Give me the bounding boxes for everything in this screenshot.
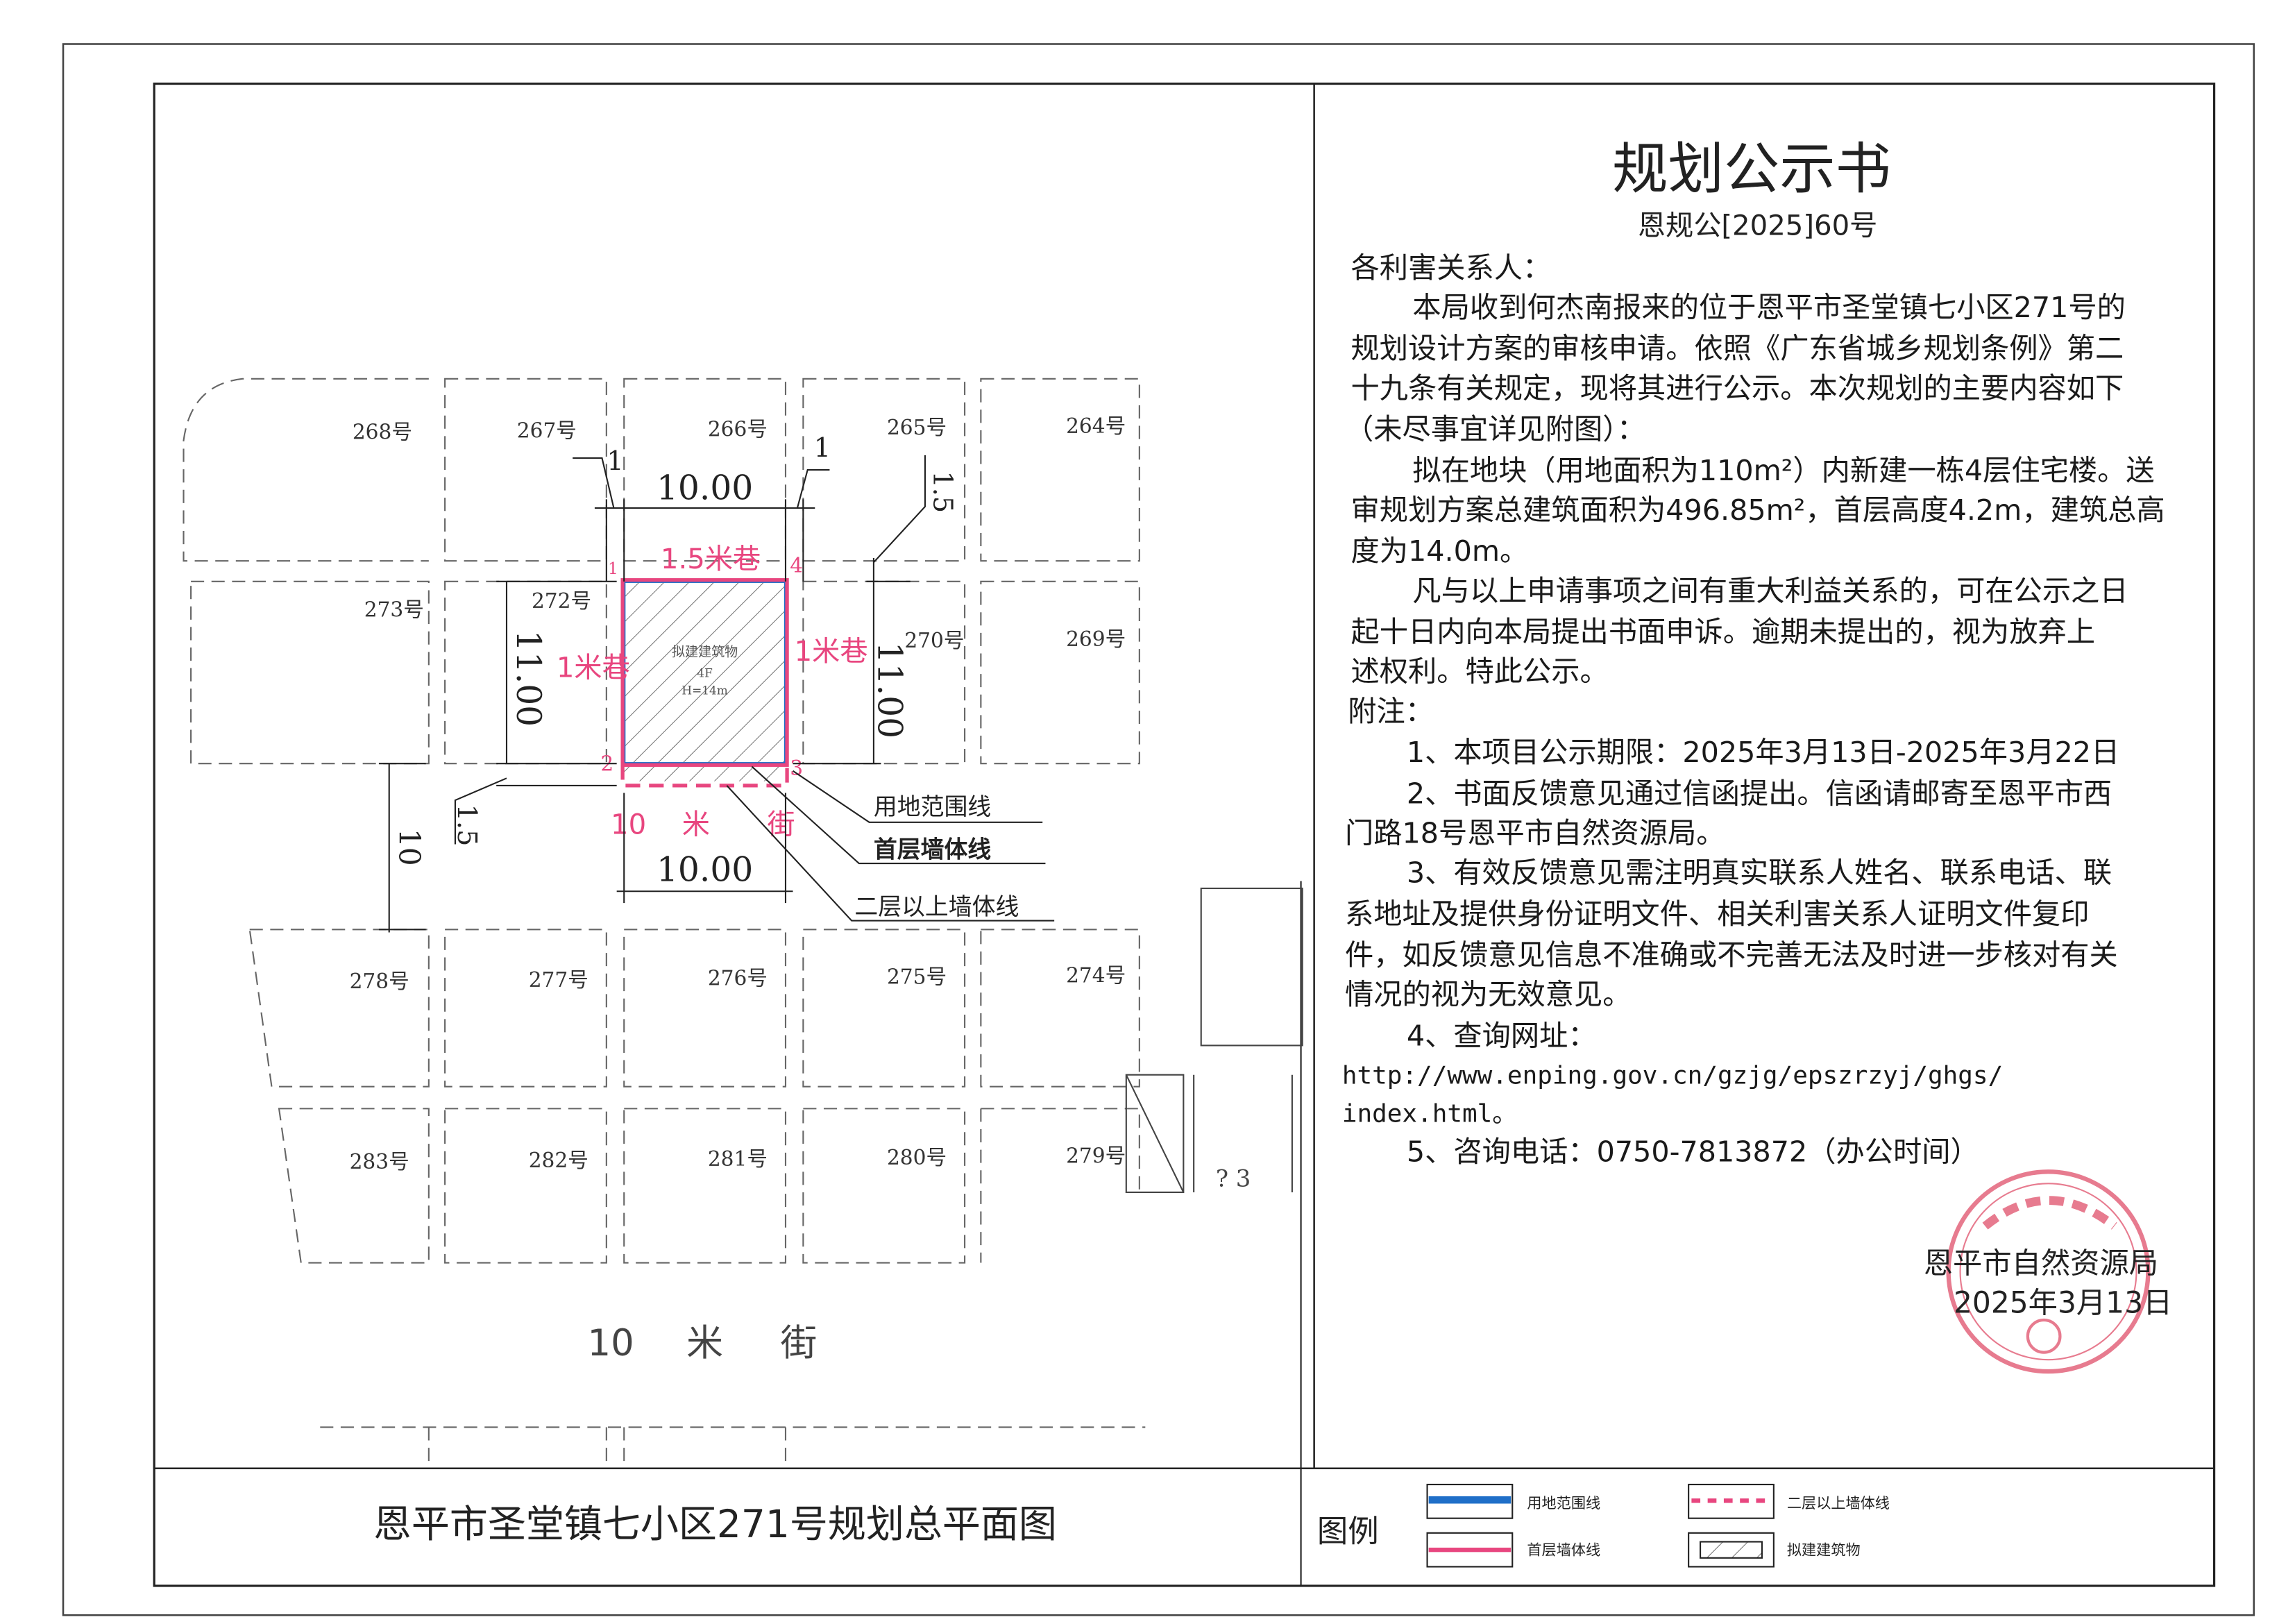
note-item: 情况的视为无效意见。 [1345, 978, 1631, 1011]
document-number: 恩规公[2025]60号 [1638, 210, 1878, 242]
official-seal [1946, 1169, 2151, 1374]
building-floors: 4F [697, 666, 713, 679]
note-item: 2、书面反馈意见通过信函提出。信函请邮寄至恩平市西 [1407, 777, 2112, 810]
query-url-cont[interactable]: index.html。 [1342, 1099, 1517, 1128]
lot-label: 270号 [904, 629, 964, 652]
lane-label-left: 1米巷 [557, 652, 630, 684]
legend-label: 二层以上墙体线 [1787, 1494, 1890, 1512]
salutation: 各利害关系人： [1351, 251, 1552, 285]
notice-panel: 规划公示书 恩规公[2025]60号 各利害关系人： 本局收到何杰南报来的位于恩… [1342, 136, 2172, 1374]
legend-title: 图例 [1317, 1514, 1379, 1550]
lot-label: 269号 [1066, 627, 1126, 651]
body-line: 起十日内向本局提出书面申诉。逾期未提出的，视为放弃上 [1351, 616, 2095, 649]
legend: 图例 用地范围线 首层墙体线 二层以上墙体线 拟建建筑物 [1317, 1483, 1890, 1568]
site-boundary-swatch [1428, 1496, 1511, 1504]
body-line: （未尽事宜详见附图）： [1345, 413, 1645, 446]
lot-label: 279号 [1066, 1144, 1126, 1168]
lot-label: 274号 [1066, 963, 1126, 987]
corner-label: 4 [790, 554, 803, 577]
site-plan: ? 3 268号 267号 266号 265号 264号 273号 272号 2… [183, 378, 1303, 1469]
lot-label: 266号 [708, 417, 768, 441]
lane-label-right: 1米巷 [795, 636, 868, 668]
lot-label: 273号 [364, 598, 424, 622]
first-floor-wall-swatch [1428, 1547, 1511, 1553]
proposed-building-swatch [1700, 1541, 1763, 1559]
dimension-setback-top: 1.5 [928, 471, 958, 513]
lot-label: 265号 [887, 416, 947, 439]
inner-frame [153, 83, 2216, 1587]
legend-label: 用地范围线 [1527, 1494, 1600, 1512]
note-item: 5、咨询电话：0750-7813872（办公时间） [1407, 1135, 1979, 1169]
lot-label: 276号 [708, 967, 768, 990]
street-label-bottom: 街 [781, 1322, 818, 1364]
note-item: 3、有效反馈意见需注明真实联系人姓名、联系电话、联 [1407, 856, 2112, 890]
lot-label: 277号 [529, 968, 588, 992]
body-line: 拟在地块（用地面积为110m²）内新建一栋4层住宅楼。送 [1412, 454, 2154, 487]
lane-label-top: 1.5米巷 [661, 543, 761, 575]
body-line: 审规划方案总建筑面积为496.85m²，首层高度4.2m，建筑总高 [1351, 493, 2165, 527]
issuer-signature: 恩平市自然资源局 [1924, 1246, 2158, 1280]
street-label-bottom: 10 [588, 1322, 634, 1364]
misc-label: ? 3 [1216, 1165, 1251, 1192]
legend-label: 首层墙体线 [1527, 1541, 1600, 1559]
outer-border [62, 43, 2255, 1616]
upper-floor-wall-line [620, 765, 789, 788]
corner-label: 3 [790, 756, 803, 780]
dimension-street: 10 [393, 829, 427, 866]
lot-label: 275号 [887, 965, 947, 989]
dimension-gap-right: 1 [814, 432, 831, 463]
query-url[interactable]: http://www.enping.gov.cn/gzjg/epszrzyj/g… [1342, 1061, 2003, 1090]
lot-label: 272号 [532, 589, 591, 613]
note-item: 系地址及提供身份证明文件、相关利害关系人证明文件复印 [1345, 897, 2089, 931]
callout-upper-wall: 二层以上墙体线 [854, 893, 1019, 920]
note-item: 件，如反馈意见信息不准确或不完善无法及时进一步核对有关 [1345, 938, 2118, 972]
issue-date: 2025年3月13日 [1954, 1285, 2172, 1319]
lot-label: 283号 [350, 1150, 409, 1174]
lot-label: 281号 [708, 1147, 768, 1171]
lot-label: 280号 [887, 1146, 947, 1169]
street-label: 米 [682, 809, 710, 841]
body-line: 凡与以上申请事项之间有重大利益关系的，可在公示之日 [1412, 574, 2128, 607]
dimension-top: 10.00 [657, 468, 753, 507]
legend-label: 拟建建筑物 [1787, 1541, 1861, 1559]
note-heading: 附注： [1348, 695, 1434, 728]
note-item: 门路18号恩平市自然资源局。 [1345, 816, 1725, 849]
lot-label: 264号 [1066, 414, 1126, 438]
dimension-gap-left: 1 [607, 446, 623, 476]
note-item: 4、查询网址： [1407, 1019, 1597, 1052]
first-floor-wall-line [620, 578, 789, 767]
building-height: H=14m [681, 684, 727, 697]
lot-label: 282号 [529, 1149, 588, 1172]
callout-site-boundary: 用地范围线 [874, 793, 991, 820]
corner-label: 1 [608, 559, 618, 578]
plan-title: 恩平市圣堂镇七小区271号规划总平面图 [373, 1502, 1057, 1546]
building-label: 拟建建筑物 [672, 645, 738, 660]
street-label: 10 [611, 809, 646, 841]
callout-first-floor-wall: 首层墙体线 [874, 836, 991, 863]
street-label: 街 [768, 809, 795, 841]
body-line: 十九条有关规定，现将其进行公示。本次规划的主要内容如下 [1351, 371, 2124, 405]
dimension-right: 11.00 [870, 642, 908, 738]
lot-label: 267号 [517, 418, 577, 442]
dimension-bottom: 10.00 [657, 850, 753, 889]
notice-title: 规划公示书 [1612, 136, 1891, 201]
proposed-building[interactable]: 拟建建筑物 4F H=14m [620, 578, 789, 788]
dimension-setback-bottom: 1.5 [452, 804, 482, 847]
body-line: 度为14.0m。 [1351, 534, 1529, 568]
street-label-bottom: 米 [686, 1322, 723, 1364]
dimension-left: 11.00 [509, 630, 548, 727]
body-line: 本局收到何杰南报来的位于恩平市圣堂镇七小区271号的 [1412, 291, 2125, 324]
note-item: 1、本项目公示期限：2025年3月13日-2025年3月22日 [1407, 736, 2119, 769]
lot-label: 278号 [350, 970, 409, 993]
body-line: 述权利。特此公示。 [1351, 655, 1609, 688]
lot-label: 268号 [353, 421, 412, 444]
body-line: 规划设计方案的审核申请。依照《广东省城乡规划条例》第二 [1351, 332, 2124, 365]
